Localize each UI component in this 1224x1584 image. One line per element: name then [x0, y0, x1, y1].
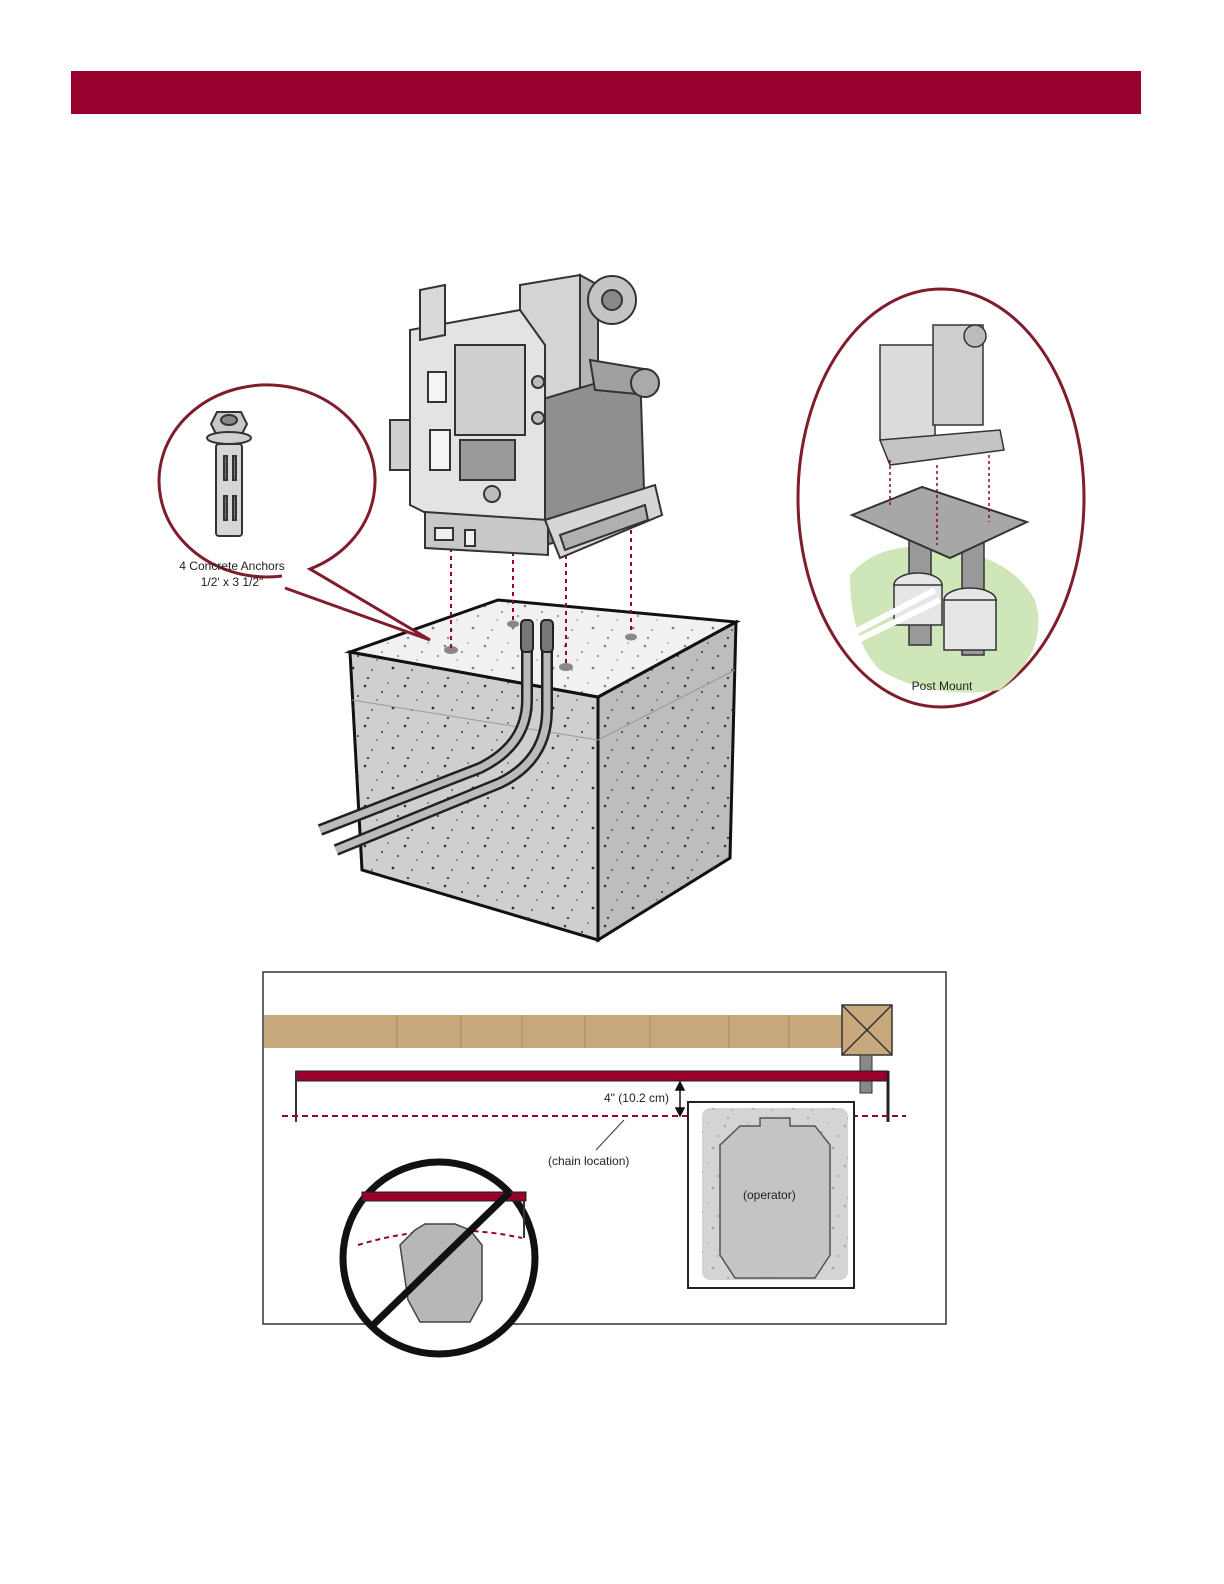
fence-boards [264, 1015, 842, 1048]
post-mount-callout: Post Mount [798, 289, 1084, 707]
dimension-label: 4" (10.2 cm) [604, 1091, 669, 1105]
post-mount-label: Post Mount [912, 679, 973, 693]
incorrect-install-prohibited [343, 1162, 535, 1354]
gate-operator-unit [390, 275, 662, 558]
operator-label: (operator) [743, 1188, 796, 1202]
anchor-callout-line1: 4 Concrete Anchors [179, 559, 284, 573]
chain-location-label: (chain location) [548, 1154, 629, 1168]
anchor-callout-line2: 1/2' x 3 1/2" [201, 575, 264, 589]
